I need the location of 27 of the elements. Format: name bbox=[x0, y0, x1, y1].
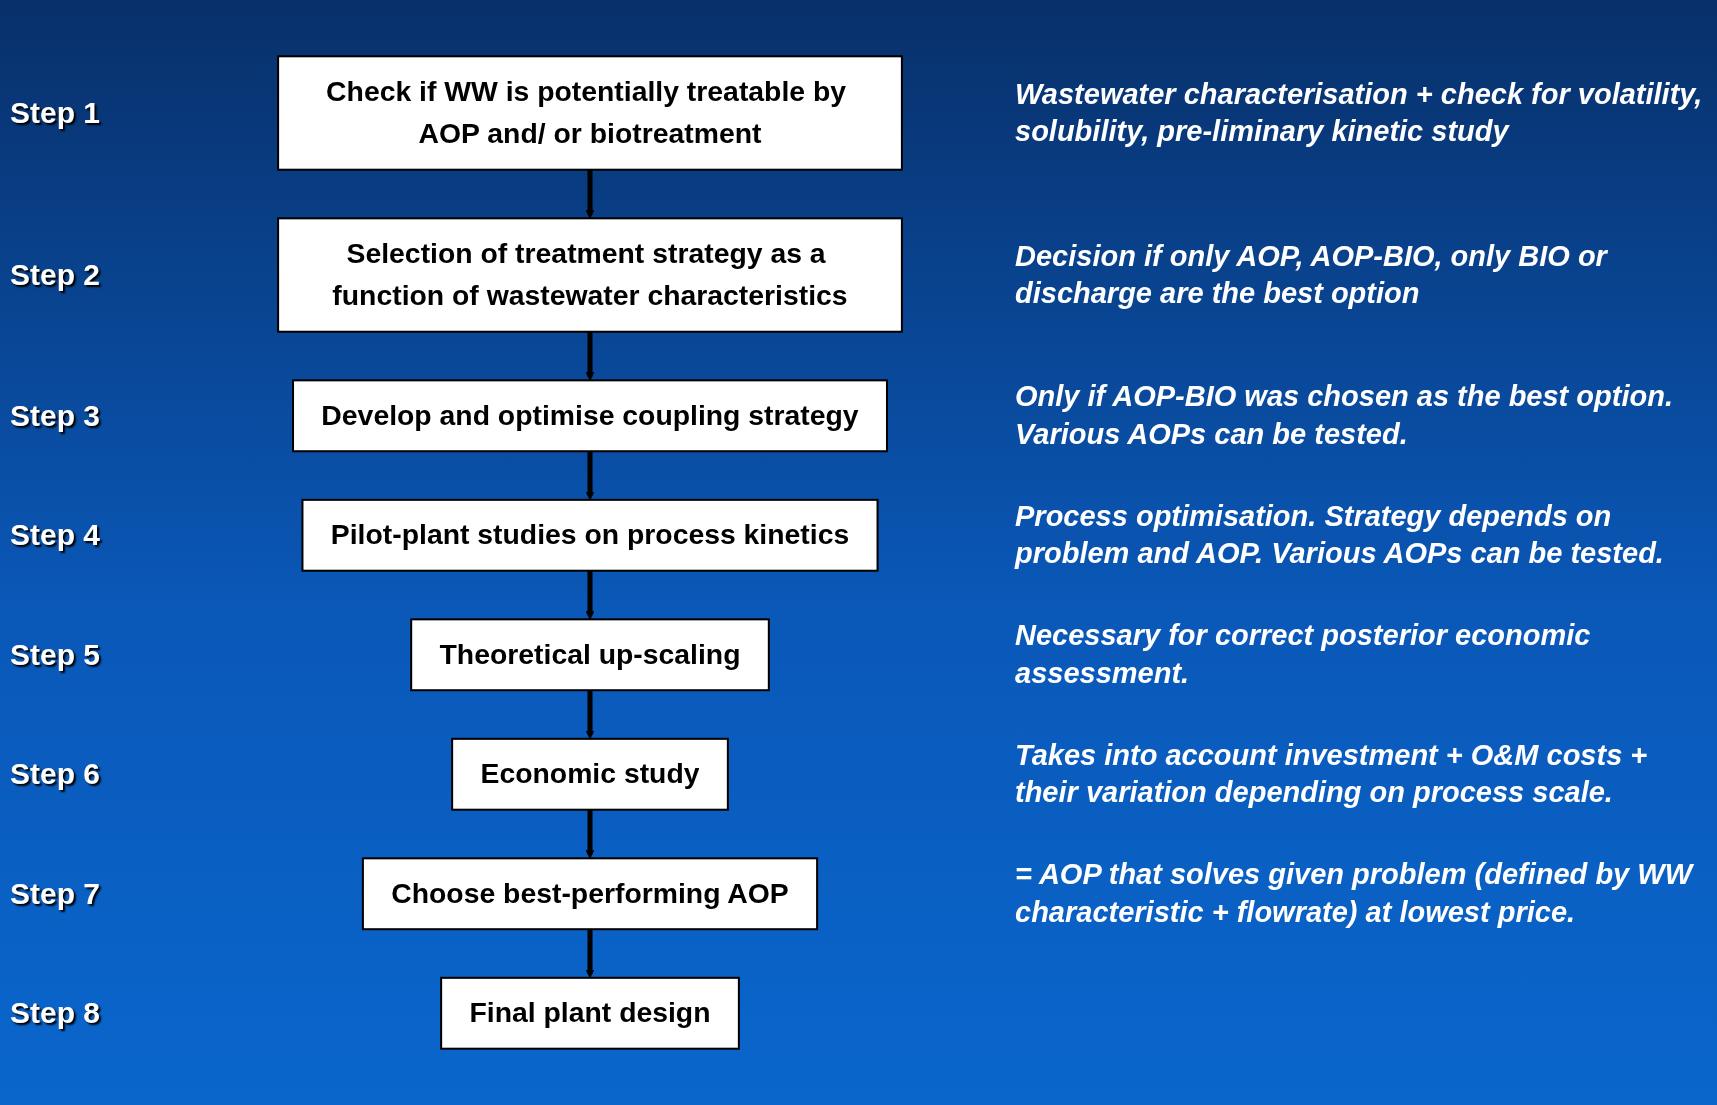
node-box: Selection of treatment strategy as a function of wastewater characteristics bbox=[277, 217, 903, 333]
node-box: Choose best-performing AOP bbox=[361, 857, 819, 931]
node-box: Pilot-plant studies on process kinetics bbox=[301, 498, 879, 572]
arrow bbox=[585, 570, 595, 620]
step-label: Step 1 bbox=[10, 96, 101, 130]
arrow bbox=[585, 331, 595, 381]
step-label: Step 7 bbox=[10, 876, 101, 911]
arrow bbox=[585, 169, 595, 219]
arrow bbox=[585, 809, 595, 859]
node-box: Check if WW is potentially treatable by AOP and/ or biotreatment bbox=[277, 55, 903, 171]
description-text: Necessary for correct posterior economic assessment. bbox=[1015, 618, 1592, 691]
description-text: = AOP that solves given problem (defined by WW characteristic + flowrate) at lowest price. bbox=[1015, 857, 1695, 930]
node-box: Economic study bbox=[451, 737, 729, 811]
description-text: Wastewater characterisation + check for volatility, solubility, pre-liminary kinetic study bbox=[1015, 76, 1704, 150]
step-label: Step 8 bbox=[10, 996, 101, 1031]
description-text: Only if AOP-BIO was chosen as the best option. Various AOPs can be tested. bbox=[1015, 379, 1674, 452]
description-text: Process optimisation. Strategy depends on problem and AOP. Various AOPs can be tested. bbox=[1015, 498, 1665, 572]
step-label: Step 4 bbox=[10, 518, 101, 553]
step-label: Step 3 bbox=[10, 398, 101, 433]
node-box: Develop and optimise coupling strategy bbox=[292, 379, 888, 453]
step-label: Step 2 bbox=[10, 258, 101, 293]
description-text: Decision if only AOP, AOP-BIO, only BIO or discharge are the best option bbox=[1015, 238, 1609, 312]
description-text: Takes into account investment + O&M costs + their variation depending on process scale. bbox=[1015, 737, 1649, 811]
step-label: Step 5 bbox=[10, 637, 101, 672]
node-box: Theoretical up-scaling bbox=[410, 618, 770, 692]
node-box: Final plant design bbox=[440, 976, 740, 1050]
step-label: Step 6 bbox=[10, 757, 101, 792]
